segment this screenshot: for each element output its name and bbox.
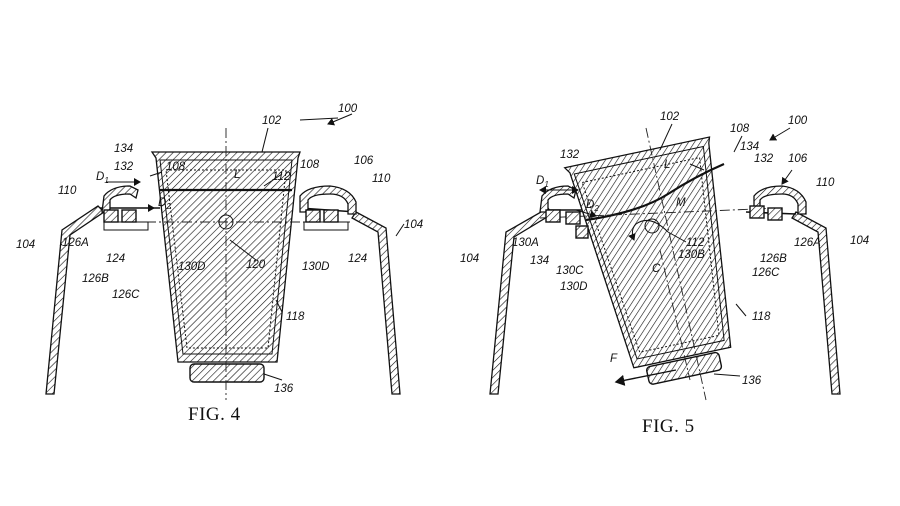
- moment-arrow: [628, 219, 669, 241]
- cap-right: [753, 185, 807, 215]
- label-126C: 126C: [112, 289, 140, 301]
- label-112: 112: [686, 237, 705, 249]
- label-106: 106: [354, 155, 374, 167]
- housing-right-wall: [791, 211, 841, 395]
- label-124-left: 124: [106, 253, 125, 265]
- cap-left: [101, 185, 139, 213]
- cap-left: [539, 185, 577, 213]
- label-100: 100: [788, 115, 808, 127]
- label-130C: 130C: [556, 265, 584, 277]
- pad-136: [189, 363, 265, 383]
- label-126B: 126B: [760, 253, 787, 265]
- label-130A: 130A: [512, 237, 539, 249]
- figure-4: 100 102 104 104 106 108 108 110 110 112 …: [16, 103, 423, 425]
- cap-right: [299, 185, 357, 215]
- label-104-left: 104: [460, 253, 479, 265]
- housing-right-wall: [351, 211, 401, 395]
- pivot-circle: [218, 214, 234, 230]
- liner: [581, 156, 720, 353]
- label-118: 118: [752, 311, 771, 323]
- label-106: 106: [788, 153, 808, 165]
- label-134-right: 134: [740, 141, 759, 153]
- cup-outer-wall: [563, 136, 732, 369]
- label-126B: 126B: [82, 273, 109, 285]
- label-132-left: 132: [560, 149, 580, 161]
- label-110: 110: [816, 177, 835, 189]
- label-110-left: 110: [58, 185, 77, 197]
- label-L: L: [664, 159, 670, 171]
- force-arrow: [614, 369, 677, 386]
- label-126A: 126A: [794, 237, 821, 249]
- cup-inner-wall: [573, 145, 725, 360]
- label-M: M: [676, 197, 686, 209]
- label-110-right: 110: [372, 173, 391, 185]
- label-108-right: 108: [300, 159, 320, 171]
- label-130B: 130B: [678, 249, 705, 261]
- label-134: 134: [114, 143, 133, 155]
- label-132-right: 132: [754, 153, 774, 165]
- label-104-right: 104: [850, 235, 869, 247]
- label-118: 118: [286, 311, 305, 323]
- label-124-right: 124: [348, 253, 367, 265]
- liner: [165, 169, 287, 349]
- label-108: 108: [730, 123, 750, 135]
- ring-left: [103, 221, 149, 231]
- label-136: 136: [274, 383, 294, 395]
- label-112: 112: [272, 171, 291, 183]
- label-L: L: [234, 169, 240, 181]
- label-104-right: 104: [404, 219, 423, 231]
- label-F: F: [610, 353, 618, 365]
- figure-5: 100 102 104 104 106 108 110 112 118 136 …: [460, 111, 869, 437]
- ring-right: [303, 221, 349, 231]
- cup-inner-wall: [159, 159, 293, 355]
- label-134-left: 134: [530, 255, 549, 267]
- label-102: 102: [262, 115, 282, 127]
- label-104-left: 104: [16, 239, 35, 251]
- label-108-left: 108: [166, 161, 186, 173]
- housing-left-wall: [45, 205, 106, 395]
- label-D1: D1: [536, 175, 549, 189]
- label-130D-left: 130D: [178, 261, 206, 273]
- label-130D-right: 130D: [302, 261, 330, 273]
- label-126A: 126A: [62, 237, 89, 249]
- label-130D: 130D: [560, 281, 588, 293]
- figure-5-caption: FIG. 5: [642, 416, 695, 437]
- label-120: 120: [246, 259, 266, 271]
- label-100: 100: [338, 103, 358, 115]
- label-126C: 126C: [752, 267, 780, 279]
- housing-left-wall: [489, 207, 553, 395]
- label-102: 102: [660, 111, 680, 123]
- figure-4-caption: FIG. 4: [188, 404, 241, 425]
- label-D2: D2: [158, 197, 171, 211]
- label-D1: D1: [96, 171, 109, 185]
- label-132: 132: [114, 161, 134, 173]
- label-C: C: [652, 263, 661, 275]
- pivot-circle: [644, 218, 660, 234]
- label-D2: D2: [586, 199, 599, 213]
- label-136: 136: [742, 375, 762, 387]
